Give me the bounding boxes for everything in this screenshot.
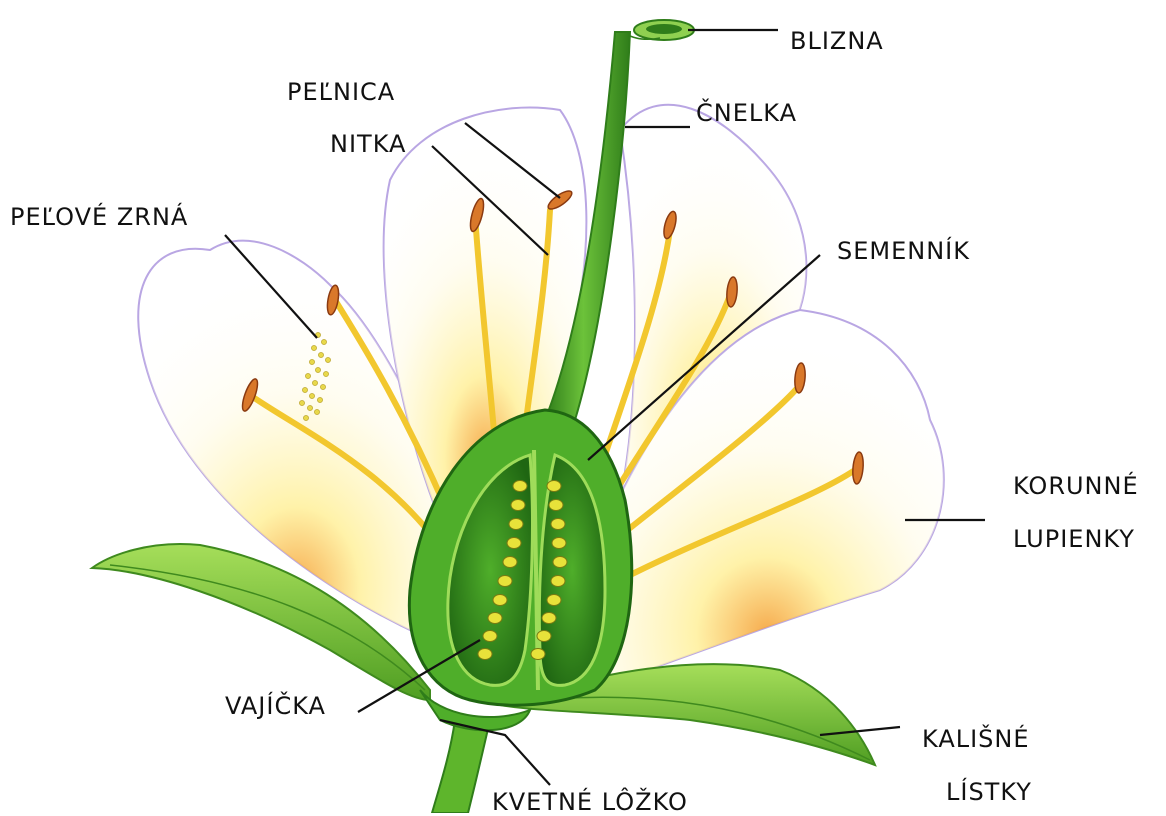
label-nitka: NITKA bbox=[330, 132, 406, 156]
label-lupienky: LUPIENKY bbox=[1013, 527, 1135, 551]
label-listky: LÍSTKY bbox=[946, 780, 1032, 804]
label-vajicka: VAJÍČKA bbox=[225, 694, 326, 718]
label-korunne: KORUNNÉ bbox=[1013, 474, 1139, 498]
label-semennik: SEMENNÍK bbox=[837, 239, 970, 263]
label-cnelka: ČNELKA bbox=[696, 101, 797, 125]
label-kvetne-lozko: KVETNÉ LÔŽKO bbox=[492, 790, 688, 814]
stem bbox=[432, 720, 490, 813]
label-pelnica: PEĽNICA bbox=[287, 80, 395, 104]
label-blizna: BLIZNA bbox=[790, 29, 884, 53]
label-kalisne: KALIŠNÉ bbox=[922, 727, 1030, 751]
label-pelove-zrna: PEĽOVÉ ZRNÁ bbox=[10, 205, 188, 229]
